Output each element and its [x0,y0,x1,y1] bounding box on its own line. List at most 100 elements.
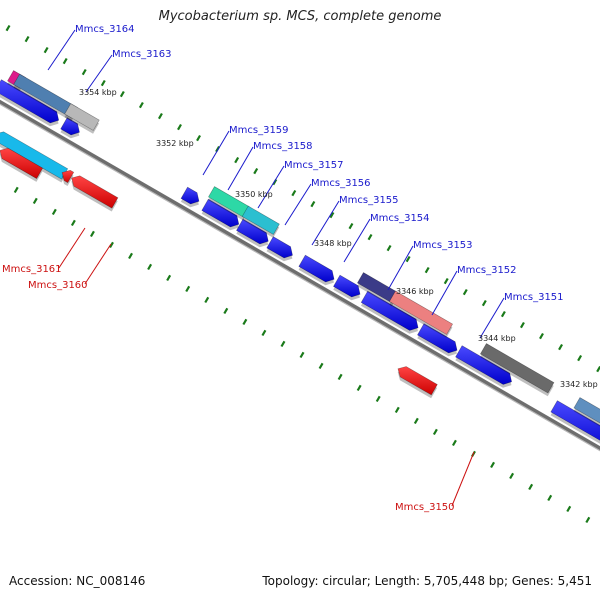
gene-label: Mmcs_3161 [2,264,62,275]
feature-blocks [0,70,600,444]
cds-reverse [397,366,438,396]
tick-dot [253,167,259,175]
gene-label-line [311,200,340,246]
tick-dot [585,516,591,524]
gene-label: Mmcs_3163 [112,49,172,60]
tick-dot [490,461,495,469]
gene-label-line [202,130,230,176]
tick-dot [272,178,278,186]
tick-dot [157,112,163,120]
tick-dot [223,307,229,315]
cds-forward [236,218,269,245]
tick-dot [405,255,411,263]
tick-dot [310,200,316,208]
gene-labels: Mmcs_3164Mmcs_3163Mmcs_3159Mmcs_3158Mmcs… [2,24,564,513]
gene-label: Mmcs_3159 [229,125,289,136]
gene-label-line [284,183,312,226]
gene-label: Mmcs_3153 [413,240,473,251]
tick-dot [577,354,583,362]
tick-dot [566,505,572,513]
tick-dot [128,252,133,260]
tick-dot [43,46,49,54]
tick-dot [462,288,468,296]
tick-dot [32,197,38,205]
tick-dot [356,384,362,392]
feature-block [241,205,280,235]
cds-reverse [0,147,44,179]
tick-dot [432,428,438,436]
tick-dot [558,343,563,351]
tick-dot [528,483,534,491]
tick-dot [242,318,248,326]
tick-dot [539,332,544,340]
tick-dot [109,241,114,249]
map-title: Mycobacterium sp. MCS, complete genome [158,9,442,24]
tick-dot [24,35,30,43]
tick-dot [443,277,449,285]
tick-dot [394,406,400,414]
cds-reverse [61,169,75,184]
cds-forward [266,236,293,259]
gene-label: Mmcs_3157 [284,160,344,171]
tick-dot [234,156,240,164]
tick-dot [547,494,553,502]
tick-dot [375,395,381,403]
cds-forward [0,79,60,124]
gene-label: Mmcs_3156 [311,178,371,189]
kbp-label: 3348 kbp [314,239,352,248]
cds-forward [360,290,419,331]
gene-label-line [227,146,254,191]
accession-text: Accession: NC_008146 [9,574,146,588]
cds-forward [455,345,512,385]
gene-label-line [85,54,113,93]
tick-dot [215,145,221,153]
tick-dot [413,417,419,425]
tick-dot [81,68,87,76]
tick-dot [13,186,19,194]
gene-label-line [451,451,475,507]
tick-dot [386,244,392,252]
gene-label: Mmcs_3154 [370,213,430,224]
cds-forward [60,117,80,136]
backbone-line [0,99,600,451]
tick-dot [62,57,68,65]
tick-dot [424,266,430,274]
gene-label-line [58,227,86,269]
cds-forward [333,274,361,298]
backbone [0,99,600,452]
gene-label: Mmcs_3160 [28,280,88,291]
feature-block [208,186,250,218]
gene-label-line [343,218,371,263]
cds-forward [298,254,335,283]
feature-block [573,397,600,424]
gene-label-line [257,165,285,209]
tick-dot [196,134,201,142]
tick-dot [166,274,172,282]
gene-label-line [479,297,505,339]
tick-dot [177,123,182,131]
gene-label: Mmcs_3152 [457,265,517,276]
cds-forward [550,400,600,441]
tick-dot [348,222,354,230]
tick-dot [509,472,515,480]
tick-dot [451,439,457,447]
gene-label: Mmcs_3155 [339,195,399,206]
kbp-label: 3350 kbp [235,190,273,199]
gene-label: Mmcs_3158 [253,141,313,152]
gene-label: Mmcs_3150 [395,502,455,513]
tick-dot [100,79,106,87]
cds-reverse [71,175,119,209]
gene-label-line [387,245,414,291]
tick-dot [500,310,506,318]
tick-dot [329,211,335,219]
tick-dot [119,90,125,98]
cds-forward [201,198,240,228]
gene-label-line [431,270,458,316]
tick-dot [51,208,57,216]
cds-forward [180,186,200,205]
tick-dot [147,263,153,271]
kbp-label: 3342 kbp [560,380,598,389]
tick-dot [185,285,191,293]
kbp-label: 3346 kbp [396,287,434,296]
